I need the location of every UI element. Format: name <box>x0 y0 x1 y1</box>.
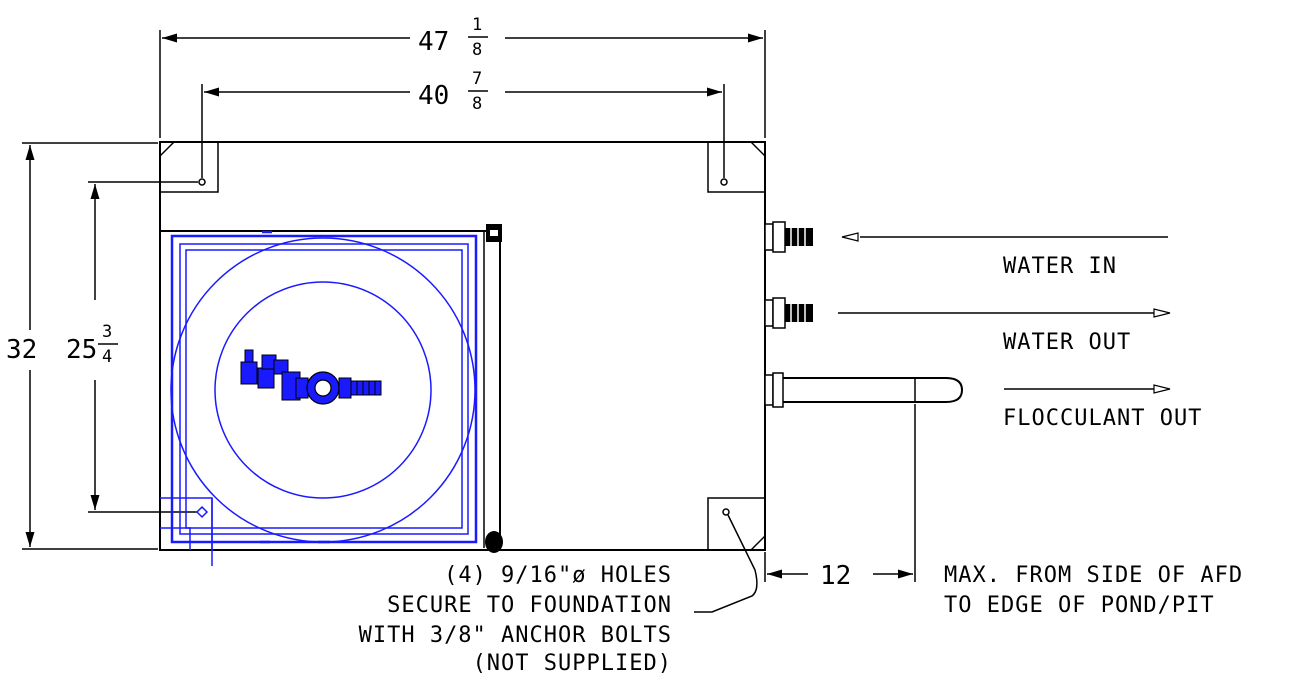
water-in-flow-line <box>841 232 1168 242</box>
hinge-top <box>486 224 502 242</box>
flocculant-out-flow-line <box>1004 384 1171 394</box>
mounting-pad-top-right <box>707 142 765 193</box>
flocculant-out-label: FLOCCULANT OUT <box>1003 406 1202 431</box>
overall-width-denominator: 8 <box>472 40 482 60</box>
hole-bottom-left <box>195 505 209 519</box>
hole-span-height-numerator: 3 <box>102 322 112 342</box>
hole-span-height-whole: 25 <box>66 335 97 365</box>
hole-span-width-whole: 40 <box>418 81 449 111</box>
overall-width-dimension: 47 1 8 <box>159 15 766 138</box>
pond-distance-dimension: 12 <box>764 404 916 591</box>
holes-note-line-1: (4) 9/16"ø HOLES <box>444 563 672 588</box>
overall-height-dimension: 32 <box>6 142 158 550</box>
hinge-bottom <box>485 531 503 553</box>
holes-leader-line <box>694 514 758 613</box>
flocculant-out-pipe <box>764 372 964 408</box>
hole-span-height-dimension: 25 3 4 <box>66 181 198 513</box>
overall-height-value: 32 <box>6 335 37 365</box>
pond-note: MAX. FROM SIDE OF AFD TO EDGE OF POND/PI… <box>944 563 1243 618</box>
hole-span-width-numerator: 7 <box>472 69 482 89</box>
pump-valve-assembly <box>240 349 382 405</box>
water-out-flow-line <box>838 308 1171 318</box>
overall-width-numerator: 1 <box>472 15 482 35</box>
pond-distance-value: 12 <box>820 561 851 591</box>
pond-note-line-1: MAX. FROM SIDE OF AFD <box>944 563 1243 588</box>
water-out-label: WATER OUT <box>1003 330 1131 355</box>
overall-width-whole: 47 <box>418 27 449 57</box>
mounting-pad-bottom-right <box>707 497 765 550</box>
hole-span-height-denominator: 4 <box>102 347 112 367</box>
afd-housing <box>159 141 766 551</box>
water-in-fitting <box>764 221 813 253</box>
holes-note-line-2: SECURE TO FOUNDATION <box>387 593 672 618</box>
water-out-fitting <box>764 297 813 329</box>
hole-span-width-denominator: 8 <box>472 94 482 114</box>
flocculant-tank <box>160 230 478 566</box>
holes-note: (4) 9/16"ø HOLES SECURE TO FOUNDATION WI… <box>359 563 672 676</box>
holes-note-line-3: WITH 3/8" ANCHOR BOLTS <box>359 623 672 648</box>
holes-note-line-4: (NOT SUPPLIED) <box>473 651 672 676</box>
mounting-pad-top-left <box>160 142 219 193</box>
water-in-label: WATER IN <box>1003 254 1117 279</box>
pond-note-line-2: TO EDGE OF POND/PIT <box>944 593 1215 618</box>
hole-span-width-dimension: 40 7 8 <box>201 69 725 178</box>
